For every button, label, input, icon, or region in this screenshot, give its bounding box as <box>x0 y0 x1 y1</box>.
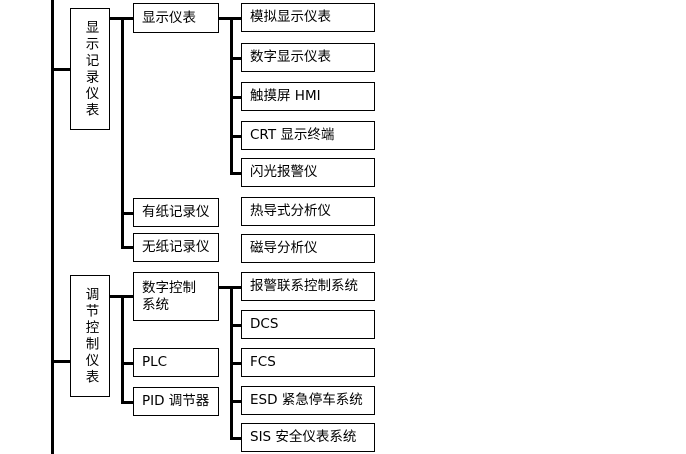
node-thermal-conductivity-analyzer-label: 热导式分析仪 <box>250 203 331 220</box>
connector-to-fcs <box>230 362 242 365</box>
node-display-meter-label: 显示仪表 <box>142 9 196 26</box>
connector-to-paper-recorder <box>121 212 134 215</box>
connector-to-digital-display-meter <box>230 57 242 60</box>
connector-to-esd <box>230 400 242 403</box>
node-esd-label: ESD 紧急停车系统 <box>250 392 363 409</box>
node-analog-display-meter-label: 模拟显示仪表 <box>250 9 331 26</box>
node-paper-recorder[interactable]: 有纸记录仪 <box>133 198 219 227</box>
node-crt-display-terminal[interactable]: CRT 显示终端 <box>241 121 375 150</box>
node-pid-regulator-label: PID 调节器 <box>142 393 210 410</box>
node-paper-recorder-label: 有纸记录仪 <box>142 204 210 221</box>
node-display-record[interactable]: 显示记录仪表 <box>70 8 110 130</box>
node-flash-alarm-label: 闪光报警仪 <box>250 164 318 181</box>
node-paperless-recorder-label: 无纸记录仪 <box>142 239 210 256</box>
node-touch-screen-hmi-label: 触摸屏 HMI <box>250 88 321 105</box>
node-sis[interactable]: SIS 安全仪表系统 <box>241 423 375 452</box>
connector-to-flash-alarm <box>230 172 242 175</box>
root-to-regulation-control-connector <box>51 360 71 363</box>
node-pid-regulator[interactable]: PID 调节器 <box>133 387 219 416</box>
node-analog-display-meter[interactable]: 模拟显示仪表 <box>241 3 375 32</box>
connector-to-paperless-recorder <box>121 246 134 249</box>
connector-to-dcs <box>230 324 242 327</box>
node-flash-alarm[interactable]: 闪光报警仪 <box>241 158 375 187</box>
node-paperless-recorder[interactable]: 无纸记录仪 <box>133 233 219 262</box>
node-digital-display-meter[interactable]: 数字显示仪表 <box>241 43 375 72</box>
node-digital-display-meter-label: 数字显示仪表 <box>250 49 331 66</box>
display-meter-out-connector <box>218 17 232 20</box>
node-plc-label: PLC <box>142 354 168 371</box>
connector-to-plc <box>121 362 134 365</box>
digital-control-system-out-connector <box>218 286 232 289</box>
node-magnetic-conductivity-analyzer-label: 磁导分析仪 <box>250 240 318 257</box>
connector-to-touch-screen-hmi <box>230 96 242 99</box>
node-alarm-interlock-control-system-label: 报警联系控制系统 <box>250 278 358 295</box>
regulation-control-out-connector <box>110 295 123 298</box>
node-digital-control-system-label: 数字控制 系统 <box>142 279 196 313</box>
node-crt-display-terminal-label: CRT 显示终端 <box>250 127 335 144</box>
display-meter-child-trunk <box>230 17 233 173</box>
node-dcs-label: DCS <box>250 316 279 333</box>
node-dcs[interactable]: DCS <box>241 310 375 339</box>
root-to-display-record-connector <box>51 68 71 71</box>
node-display-meter[interactable]: 显示仪表 <box>133 3 219 33</box>
node-esd[interactable]: ESD 紧急停车系统 <box>241 386 375 415</box>
display-record-out-connector <box>110 17 123 20</box>
node-regulation-control[interactable]: 调节控制仪表 <box>70 275 110 397</box>
node-touch-screen-hmi[interactable]: 触摸屏 HMI <box>241 82 375 111</box>
node-display-record-label: 显示记录仪表 <box>82 19 99 119</box>
connector-to-display-meter <box>121 17 134 20</box>
node-plc[interactable]: PLC <box>133 348 219 377</box>
node-fcs[interactable]: FCS <box>241 348 375 377</box>
connector-to-alarm-interlock-control-system <box>230 286 242 289</box>
node-alarm-interlock-control-system[interactable]: 报警联系控制系统 <box>241 272 375 301</box>
node-magnetic-conductivity-analyzer[interactable]: 磁导分析仪 <box>241 234 375 263</box>
node-regulation-control-label: 调节控制仪表 <box>82 286 99 386</box>
connector-to-analog-display-meter <box>230 17 242 20</box>
node-fcs-label: FCS <box>250 354 276 371</box>
node-digital-control-system[interactable]: 数字控制 系统 <box>133 272 219 321</box>
display-record-child-trunk <box>121 17 124 248</box>
connector-to-digital-control-system <box>121 295 134 298</box>
connector-to-sis <box>230 437 242 440</box>
node-thermal-conductivity-analyzer[interactable]: 热导式分析仪 <box>241 197 375 226</box>
connector-to-pid-regulator <box>121 401 134 404</box>
node-sis-label: SIS 安全仪表系统 <box>250 429 357 446</box>
regulation-control-child-trunk <box>121 295 124 403</box>
root-trunk-line <box>51 0 54 454</box>
connector-to-crt-display-terminal <box>230 135 242 138</box>
